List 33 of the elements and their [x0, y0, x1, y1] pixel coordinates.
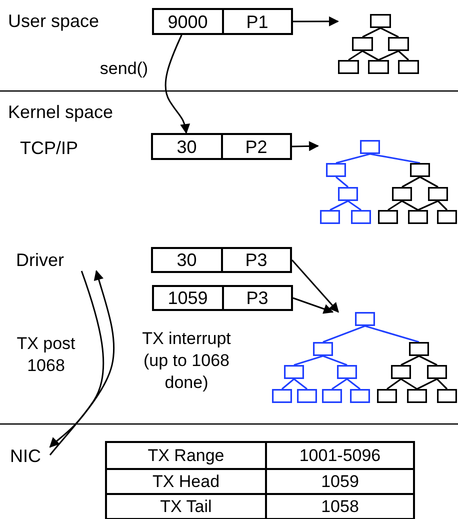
table-cell: TX Tail [107, 495, 267, 518]
table-cell-text: 1059 [320, 471, 360, 493]
edge-label: TX post 1068 [16, 333, 76, 377]
field-value: P3 [220, 249, 290, 271]
field-value: P2 [220, 135, 290, 158]
table-cell-text: 1001-5096 [298, 445, 382, 467]
table-cell-text: 1058 [320, 496, 360, 518]
table-cell: TX Head [107, 470, 267, 493]
table-cell: TX Range [107, 443, 267, 468]
section-label: TCP/IP [20, 137, 78, 159]
section-label: Kernel space [8, 101, 114, 123]
record-box [151, 133, 292, 160]
record-box [151, 247, 292, 273]
arrow [49, 270, 104, 448]
record-box [152, 285, 293, 311]
field-value: 1059 [166, 287, 209, 309]
edge-label: send() [98, 58, 150, 80]
field-value: 30 [176, 249, 198, 271]
record-box [152, 8, 293, 35]
section-label: User space [8, 10, 100, 32]
field-value: 30 [176, 136, 198, 158]
arrow [292, 141, 319, 152]
arrow [49, 270, 115, 456]
layer-label: Driver [16, 249, 98, 271]
field-value: 9000 [166, 10, 209, 33]
layer-label: NIC [10, 445, 50, 465]
arrow [291, 260, 339, 313]
field-value: P1 [222, 10, 291, 33]
arrow [292, 297, 334, 314]
edge-label: TX interrupt (up to 1068 done) [141, 328, 232, 394]
field-value: P3 [222, 287, 291, 309]
arrow [164, 34, 190, 134]
arrow [293, 16, 339, 26]
